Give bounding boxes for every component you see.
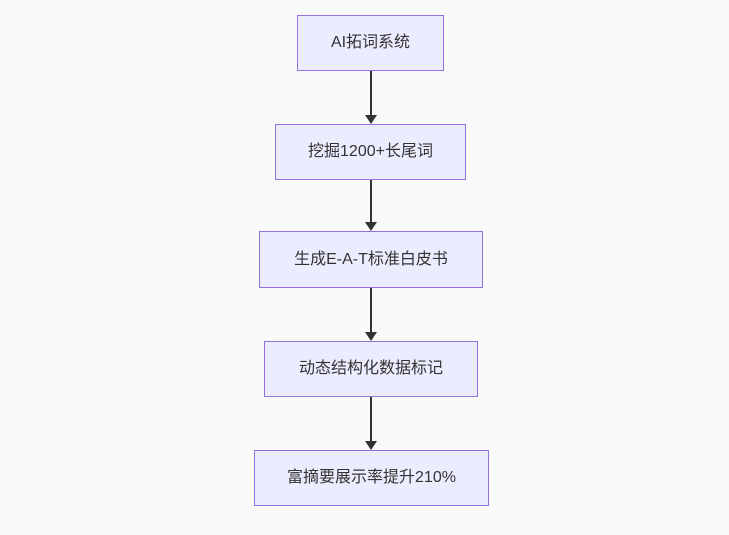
arrowhead-icon [364,441,377,450]
flow-node-rich-snippet-rate-increase: 富摘要展示率提升210% [254,450,489,506]
flow-node-label: 挖掘1200+长尾词 [308,143,433,161]
arrow-line [369,397,372,441]
arrowhead-icon [364,115,377,124]
arrow-line [369,288,372,332]
down-arrow [364,397,377,450]
flow-node-generate-eat-whitepaper: 生成E-A-T标准白皮书 [259,231,483,288]
flow-node-label: AI拓词系统 [330,34,411,52]
down-arrow [364,180,377,231]
arrowhead-icon [364,222,377,231]
flow-node-label: 生成E-A-T标准白皮书 [294,250,448,268]
flow-node-mine-longtail-keywords: 挖掘1200+长尾词 [275,124,466,180]
flow-node-dynamic-structured-data-markup: 动态结构化数据标记 [264,341,478,397]
flow-node-ai-word-expansion-system: AI拓词系统 [297,15,444,71]
arrow-line [369,71,372,115]
arrow-line [369,180,372,222]
flow-node-label: 动态结构化数据标记 [298,360,443,378]
flow-node-label: 富摘要展示率提升210% [287,469,456,487]
down-arrow [364,288,377,341]
down-arrow [364,71,377,124]
arrowhead-icon [364,332,377,341]
